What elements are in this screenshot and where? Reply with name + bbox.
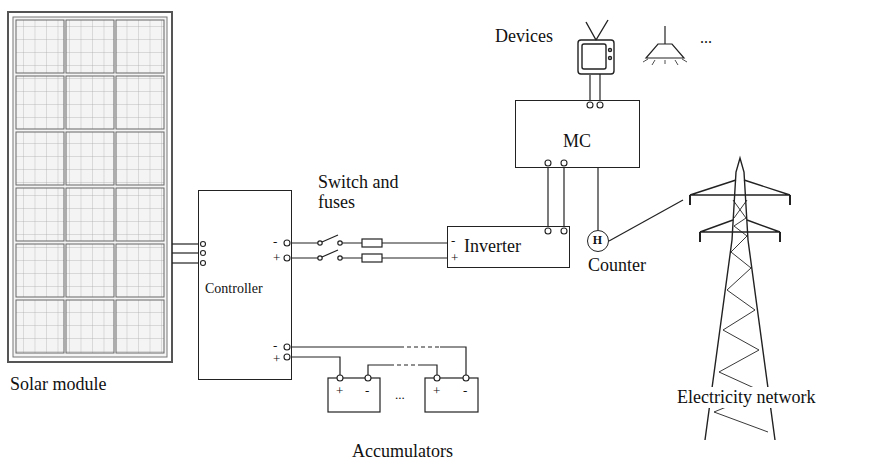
solar-cell	[16, 300, 64, 353]
ellipsis-mark: ...	[700, 30, 712, 46]
ellipsis-mark: ...	[395, 388, 405, 401]
solar-cell	[66, 76, 114, 129]
wire	[292, 357, 340, 378]
solar-module: Solar module	[5, 8, 175, 400]
node-label: Solar module	[10, 374, 107, 395]
wire	[597, 168, 598, 230]
wire	[599, 74, 600, 100]
polarity-sign: -	[273, 339, 277, 352]
solar-cell	[66, 20, 114, 73]
polarity-sign: +	[336, 384, 343, 397]
solar-cell	[16, 20, 64, 73]
solar-cell	[16, 76, 64, 129]
solar-cell	[66, 188, 114, 241]
inverter-box: Inverter	[447, 226, 570, 268]
solar-cell	[116, 300, 164, 353]
node-label: Devices	[495, 26, 553, 47]
polarity-sign: -	[463, 384, 467, 397]
mc-box: MC	[515, 100, 640, 168]
solar-cell	[66, 300, 114, 353]
devices-group: Devices	[493, 18, 720, 78]
fuse-symbol	[362, 239, 382, 262]
node-label: Accumulators	[352, 441, 453, 462]
solar-cell	[16, 244, 64, 297]
node-label: MC	[563, 131, 591, 152]
node-label: Electricity network	[675, 387, 817, 408]
wire	[172, 252, 198, 253]
polarity-sign: -	[451, 234, 455, 247]
node-label: H	[593, 234, 602, 248]
switch-symbol	[318, 235, 342, 262]
solar-cell	[16, 188, 64, 241]
edge-label: Switch and fuses	[318, 172, 418, 213]
wire	[547, 168, 548, 226]
polarity-sign: +	[273, 251, 280, 264]
grid-tower: Electricity network	[655, 165, 865, 412]
node-caption: Counter	[588, 255, 646, 276]
wire	[563, 168, 564, 226]
node-label: Inverter	[464, 236, 521, 257]
solar-cell	[116, 188, 164, 241]
wire	[172, 244, 198, 263]
battery-wire	[292, 347, 466, 378]
polarity-sign: -	[365, 384, 369, 397]
solar-cell	[116, 76, 164, 129]
polarity-sign: +	[451, 251, 458, 264]
battery-symbol	[328, 378, 478, 412]
polarity-sign: -	[273, 235, 277, 248]
solar-cell	[16, 132, 64, 185]
terminal	[201, 102, 604, 381]
solar-cell	[66, 132, 114, 185]
solar-cell	[116, 244, 164, 297]
wire	[589, 75, 590, 100]
lamp-icon	[643, 26, 687, 65]
solar-cell	[66, 244, 114, 297]
polarity-sign: +	[433, 384, 440, 397]
counter-meter: HCounter	[587, 230, 609, 252]
solar-cell	[116, 132, 164, 185]
solar-cell	[116, 20, 164, 73]
wire	[609, 200, 683, 241]
tv-icon	[578, 20, 614, 74]
node-label: Controller	[205, 281, 263, 297]
solar-panel	[8, 12, 172, 362]
polarity-sign: +	[273, 352, 280, 365]
